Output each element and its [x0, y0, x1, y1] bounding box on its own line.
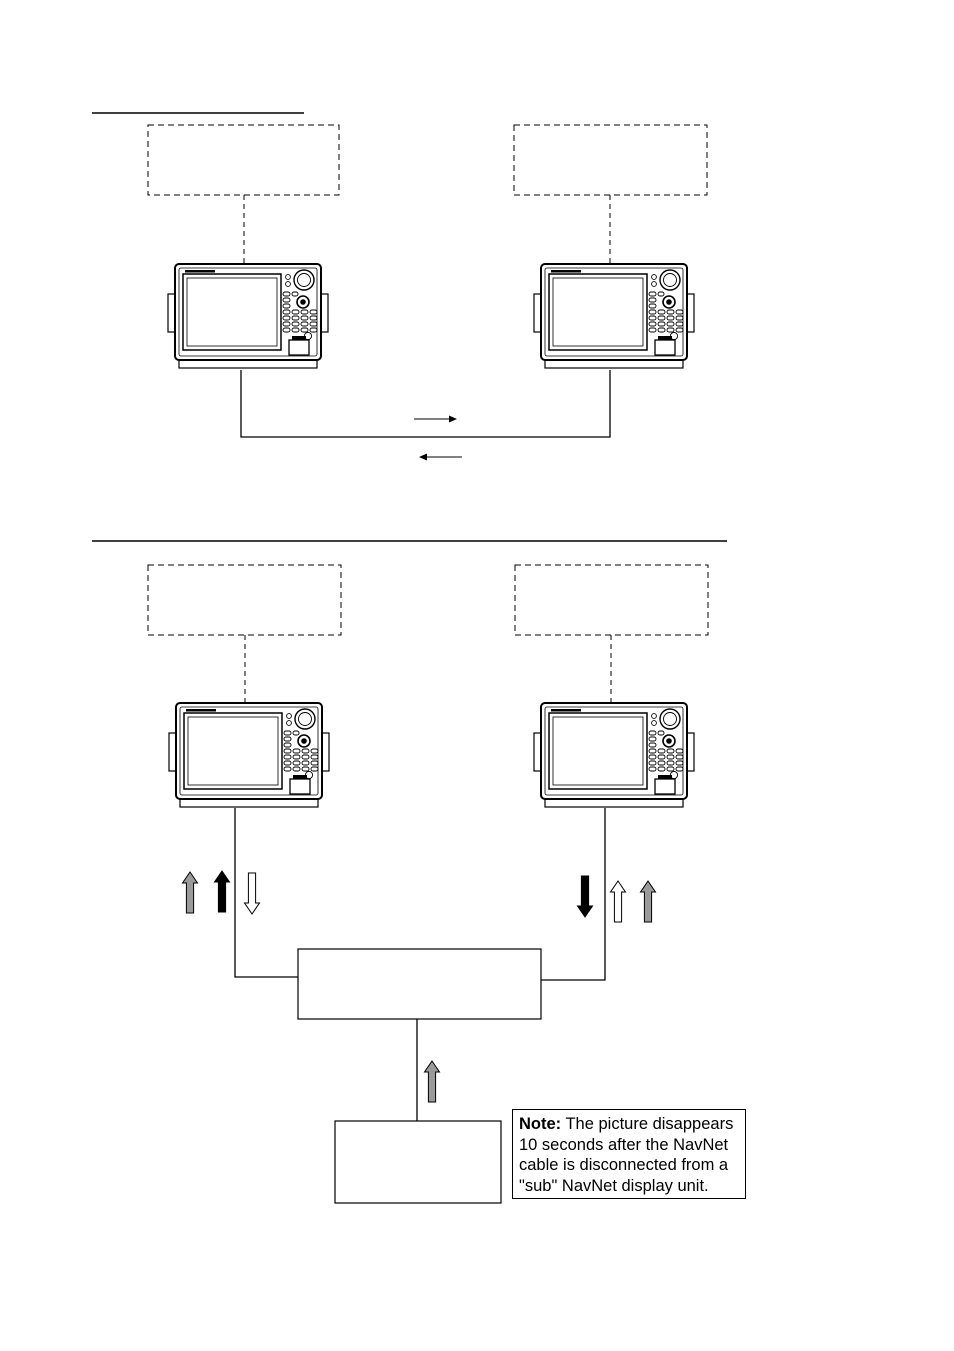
dashed-box-top-left	[147, 124, 340, 196]
display-unit-bottom-right	[533, 702, 695, 808]
navnet-cable-top	[240, 370, 611, 438]
note-text: The picture disappears 10 seconds after …	[519, 1115, 734, 1195]
dashed-box-bottom-right	[514, 564, 709, 636]
arrow-up-gray-icon	[640, 880, 656, 923]
display-unit-top-right	[533, 263, 695, 369]
source-box	[334, 1120, 502, 1204]
display-unit-top-left	[167, 263, 329, 369]
note-box: Note: The picture disappears 10 seconds …	[512, 1109, 746, 1199]
hub-box	[297, 948, 542, 1020]
cable-right	[541, 808, 606, 981]
arrow-up-white-icon	[610, 880, 626, 923]
arrow-left-icon	[419, 453, 462, 461]
arrow-down-white-icon	[244, 872, 260, 915]
cable-left	[234, 808, 298, 978]
arrow-up-black-icon	[214, 870, 230, 913]
note-label: Note:	[519, 1115, 562, 1133]
dashed-box-bottom-left	[147, 564, 342, 636]
display-unit-bottom-left	[168, 702, 330, 808]
arrow-right-icon	[414, 415, 457, 423]
arrow-up-gray-icon	[424, 1060, 440, 1103]
arrow-down-black-icon	[577, 875, 593, 918]
arrow-up-gray-icon	[182, 871, 198, 914]
dashed-box-top-right	[513, 124, 708, 196]
